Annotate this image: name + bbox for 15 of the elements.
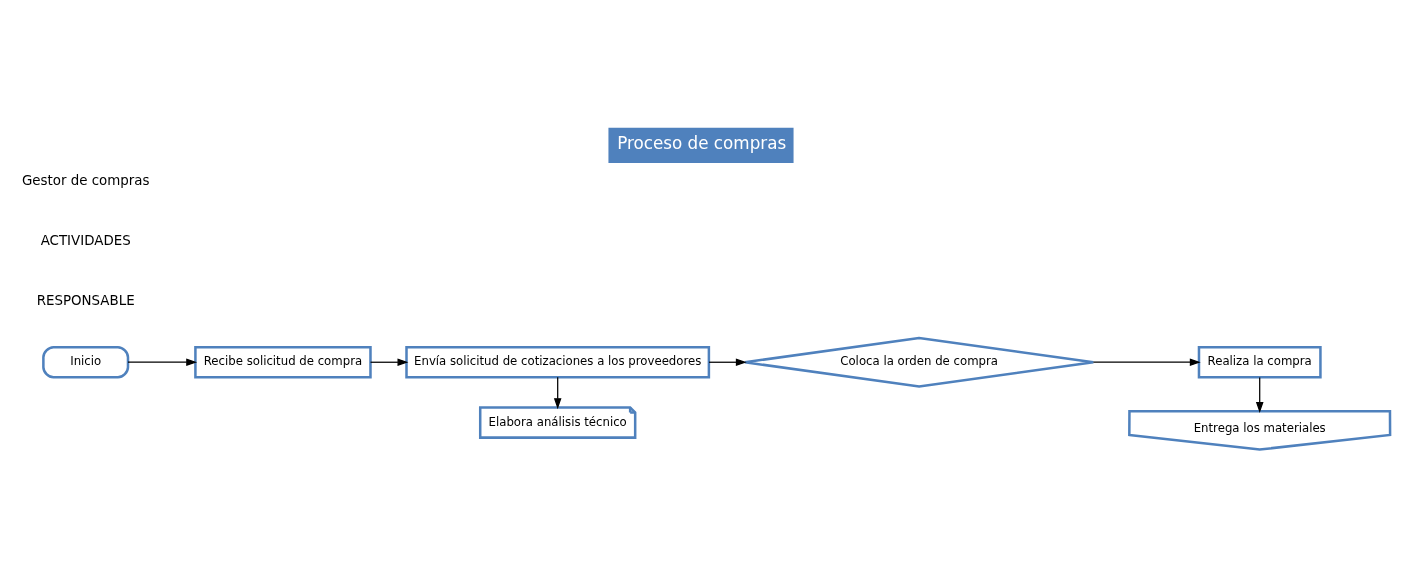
arrow: [369, 358, 409, 367]
node-box: Inicio: [42, 345, 130, 379]
node-box: Realiza la compra: [1197, 345, 1322, 379]
arrow: [708, 358, 747, 367]
arrow: [1255, 376, 1264, 413]
node-box: Recibe solicitud de compra: [194, 345, 372, 379]
label: Gestor de compras: [21, 172, 150, 188]
label: RESPONSABLE: [36, 293, 135, 309]
label: ACTIVIDADES: [40, 232, 131, 248]
diagram-title: Proceso de compras: [617, 133, 787, 154]
arrow: [553, 376, 562, 410]
arrow: [127, 358, 198, 367]
node-box: Envía solicitud de cotizaciones a los proveedores: [405, 345, 711, 379]
node-diamond: Coloca la orden de compra: [743, 336, 1095, 388]
arrow: [1092, 358, 1201, 367]
